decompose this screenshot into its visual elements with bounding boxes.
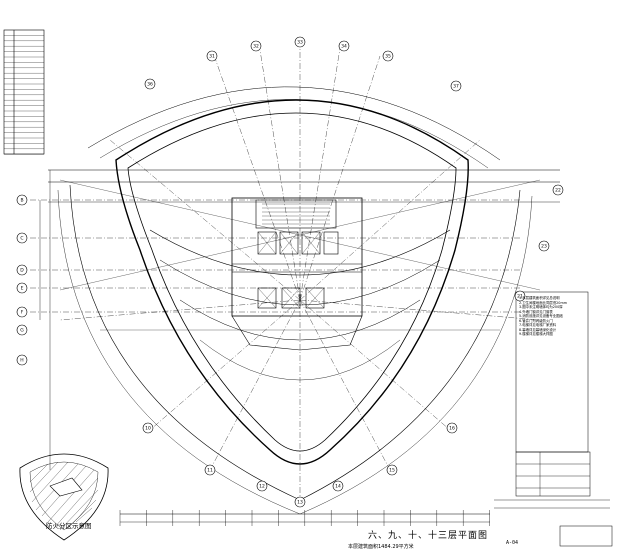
svg-text:15: 15	[389, 468, 395, 474]
note-line: 5.消防设施详见设备专业图纸	[519, 314, 563, 318]
horizontal-grid-lines	[30, 199, 520, 313]
grid-bubble-left-B: B	[16, 194, 28, 206]
svg-text:32: 32	[253, 44, 259, 50]
area-note: 本层建筑面积1484.29平方米	[348, 544, 414, 550]
grid-bubble-top-31: 31	[206, 50, 218, 62]
grid-bubble-bottom-13: 13	[294, 496, 306, 508]
note-line: 8.幕墙详见幕墙深化设计	[519, 327, 557, 332]
svg-text:34: 34	[341, 44, 347, 50]
grid-bubble-left-G: G	[16, 324, 28, 336]
svg-text:21: 21	[517, 294, 523, 300]
grid-bubble-right-22: 22	[552, 184, 564, 196]
grid-bubble-top-34: 34	[338, 40, 350, 52]
grid-bubble-left-C: C	[16, 232, 28, 244]
svg-text:H: H	[20, 358, 23, 364]
key-plan	[19, 453, 109, 541]
grid-bubble-bottom-11: 11	[204, 464, 216, 476]
sheet-id: A-04	[506, 540, 519, 546]
note-line: 3.图中未注明墙体均为200厚	[519, 305, 563, 309]
radial-grid-lines	[59, 44, 541, 505]
grid-bubble-top-37: 37	[450, 80, 462, 92]
svg-text:10: 10	[145, 426, 151, 432]
grid-bubble-left-E: E	[16, 282, 28, 294]
svg-text:33: 33	[297, 40, 303, 46]
top-dimension-arc-2	[99, 99, 489, 169]
svg-text:16: 16	[449, 426, 455, 432]
svg-text:13: 13	[297, 500, 303, 506]
grid-bubble-top-36: 36	[144, 78, 156, 90]
note-line: 2.卫生间楼地面比同层低20mm	[519, 300, 568, 305]
grid-bubble-top-33: 33	[294, 36, 306, 48]
svg-text:12: 12	[259, 484, 265, 490]
grid-bubble-bottom-14: 14	[332, 480, 344, 492]
note-line: 7.电梯详见电梯厂家资料	[519, 323, 557, 327]
grid-bubble-bottom-10: 10	[142, 422, 154, 434]
svg-text:C: C	[20, 236, 23, 242]
drawing-title: 六、九、十、十三层平面图	[368, 531, 489, 541]
svg-text:E: E	[21, 286, 24, 292]
svg-text:35: 35	[385, 54, 391, 60]
grid-bubble-left-D: D	[16, 264, 28, 276]
svg-text:37: 37	[453, 84, 459, 90]
core-block	[231, 197, 363, 351]
grid-bubble-bottom-15: 15	[386, 464, 398, 476]
note-line: 6.管井门为丙级防火门	[519, 318, 553, 323]
grid-bubble-right-23: 23	[538, 240, 550, 252]
building-outline-inner	[127, 112, 457, 452]
grid-bubble-top-35: 35	[382, 50, 394, 62]
svg-text:36: 36	[147, 82, 153, 88]
svg-text:B: B	[20, 198, 23, 204]
svg-text:14: 14	[335, 484, 341, 490]
note-line: 4.外墙门窗详见门窗表	[519, 309, 553, 314]
svg-text:D: D	[20, 268, 24, 274]
grid-bubble-bottom-12: 12	[256, 480, 268, 492]
grid-bubble-bottom-16: 16	[446, 422, 458, 434]
outer-site-arc-2	[57, 189, 533, 515]
note-line: 9.楼梯详见楼梯大样图	[519, 332, 553, 336]
note-line: 1.本层建筑面积详见总说明	[519, 296, 560, 300]
svg-text:23: 23	[541, 244, 547, 250]
top-dimension-arc	[87, 86, 501, 161]
svg-text:22: 22	[555, 188, 561, 194]
building-outline-outer	[115, 99, 469, 465]
legend-table	[3, 29, 45, 155]
grid-bubble-right-21: 21	[514, 290, 526, 302]
grid-bubble-left-F: F	[16, 306, 28, 318]
svg-text:F: F	[21, 310, 24, 316]
grid-bubble-top-32: 32	[250, 40, 262, 52]
svg-text:31: 31	[209, 54, 215, 60]
svg-text:G: G	[20, 328, 24, 334]
key-plan-label: 防火分区示意图	[46, 522, 92, 530]
svg-text:11: 11	[207, 468, 213, 474]
grid-bubble-left-H: H	[16, 354, 28, 366]
